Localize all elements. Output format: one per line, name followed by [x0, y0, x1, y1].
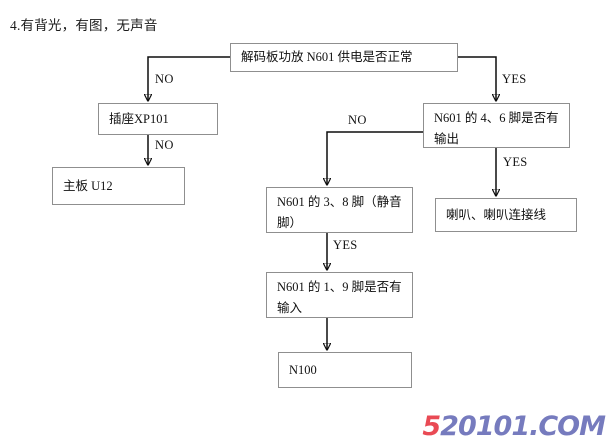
site-watermark: 520101.COM — [422, 411, 606, 442]
node-socket-xp101[interactable]: 插座XP101 — [98, 103, 218, 135]
watermark-part-1: 5 — [422, 411, 441, 442]
node-n601-pins-1-9-label: N601 的 1、9 脚是否有输入 — [277, 280, 402, 315]
edge-label-n601-38-yes: YES — [333, 238, 358, 252]
page-title: 4.有背光，有图，无声音 — [10, 18, 158, 33]
watermark-part-2: 20101.COM — [440, 411, 606, 442]
node-root-power-check[interactable]: 解码板功放 N601 供电是否正常 — [230, 43, 458, 72]
edge-label-n601-46-yes: YES — [503, 155, 528, 169]
edge-label-socket-no: NO — [155, 138, 174, 152]
node-n601-pins-3-8-mute-label: N601 的 3、8 脚（静音脚） — [277, 195, 402, 230]
edge-label-n601-46-no: NO — [348, 113, 367, 127]
node-n601-pins-3-8-mute[interactable]: N601 的 3、8 脚（静音脚） — [266, 187, 413, 233]
edge-label-root-yes: YES — [502, 72, 527, 86]
node-socket-xp101-label: 插座XP101 — [109, 111, 169, 126]
node-n100[interactable]: N100 — [278, 352, 412, 388]
node-speaker-and-wiring[interactable]: 喇叭、喇叭连接线 — [435, 198, 577, 232]
node-n601-pins-4-6-label: N601 的 4、6 脚是否有输出 — [434, 111, 559, 146]
node-n601-pins-1-9[interactable]: N601 的 1、9 脚是否有输入 — [266, 272, 413, 318]
node-n100-label: N100 — [289, 362, 317, 377]
edge-label-root-no: NO — [155, 72, 174, 86]
node-root-power-check-label: 解码板功放 N601 供电是否正常 — [241, 50, 413, 64]
node-mainboard-u12-label: 主板 U12 — [63, 178, 113, 193]
node-n601-pins-4-6[interactable]: N601 的 4、6 脚是否有输出 — [423, 103, 570, 148]
node-speaker-and-wiring-label: 喇叭、喇叭连接线 — [446, 207, 547, 222]
node-mainboard-u12[interactable]: 主板 U12 — [52, 167, 185, 205]
